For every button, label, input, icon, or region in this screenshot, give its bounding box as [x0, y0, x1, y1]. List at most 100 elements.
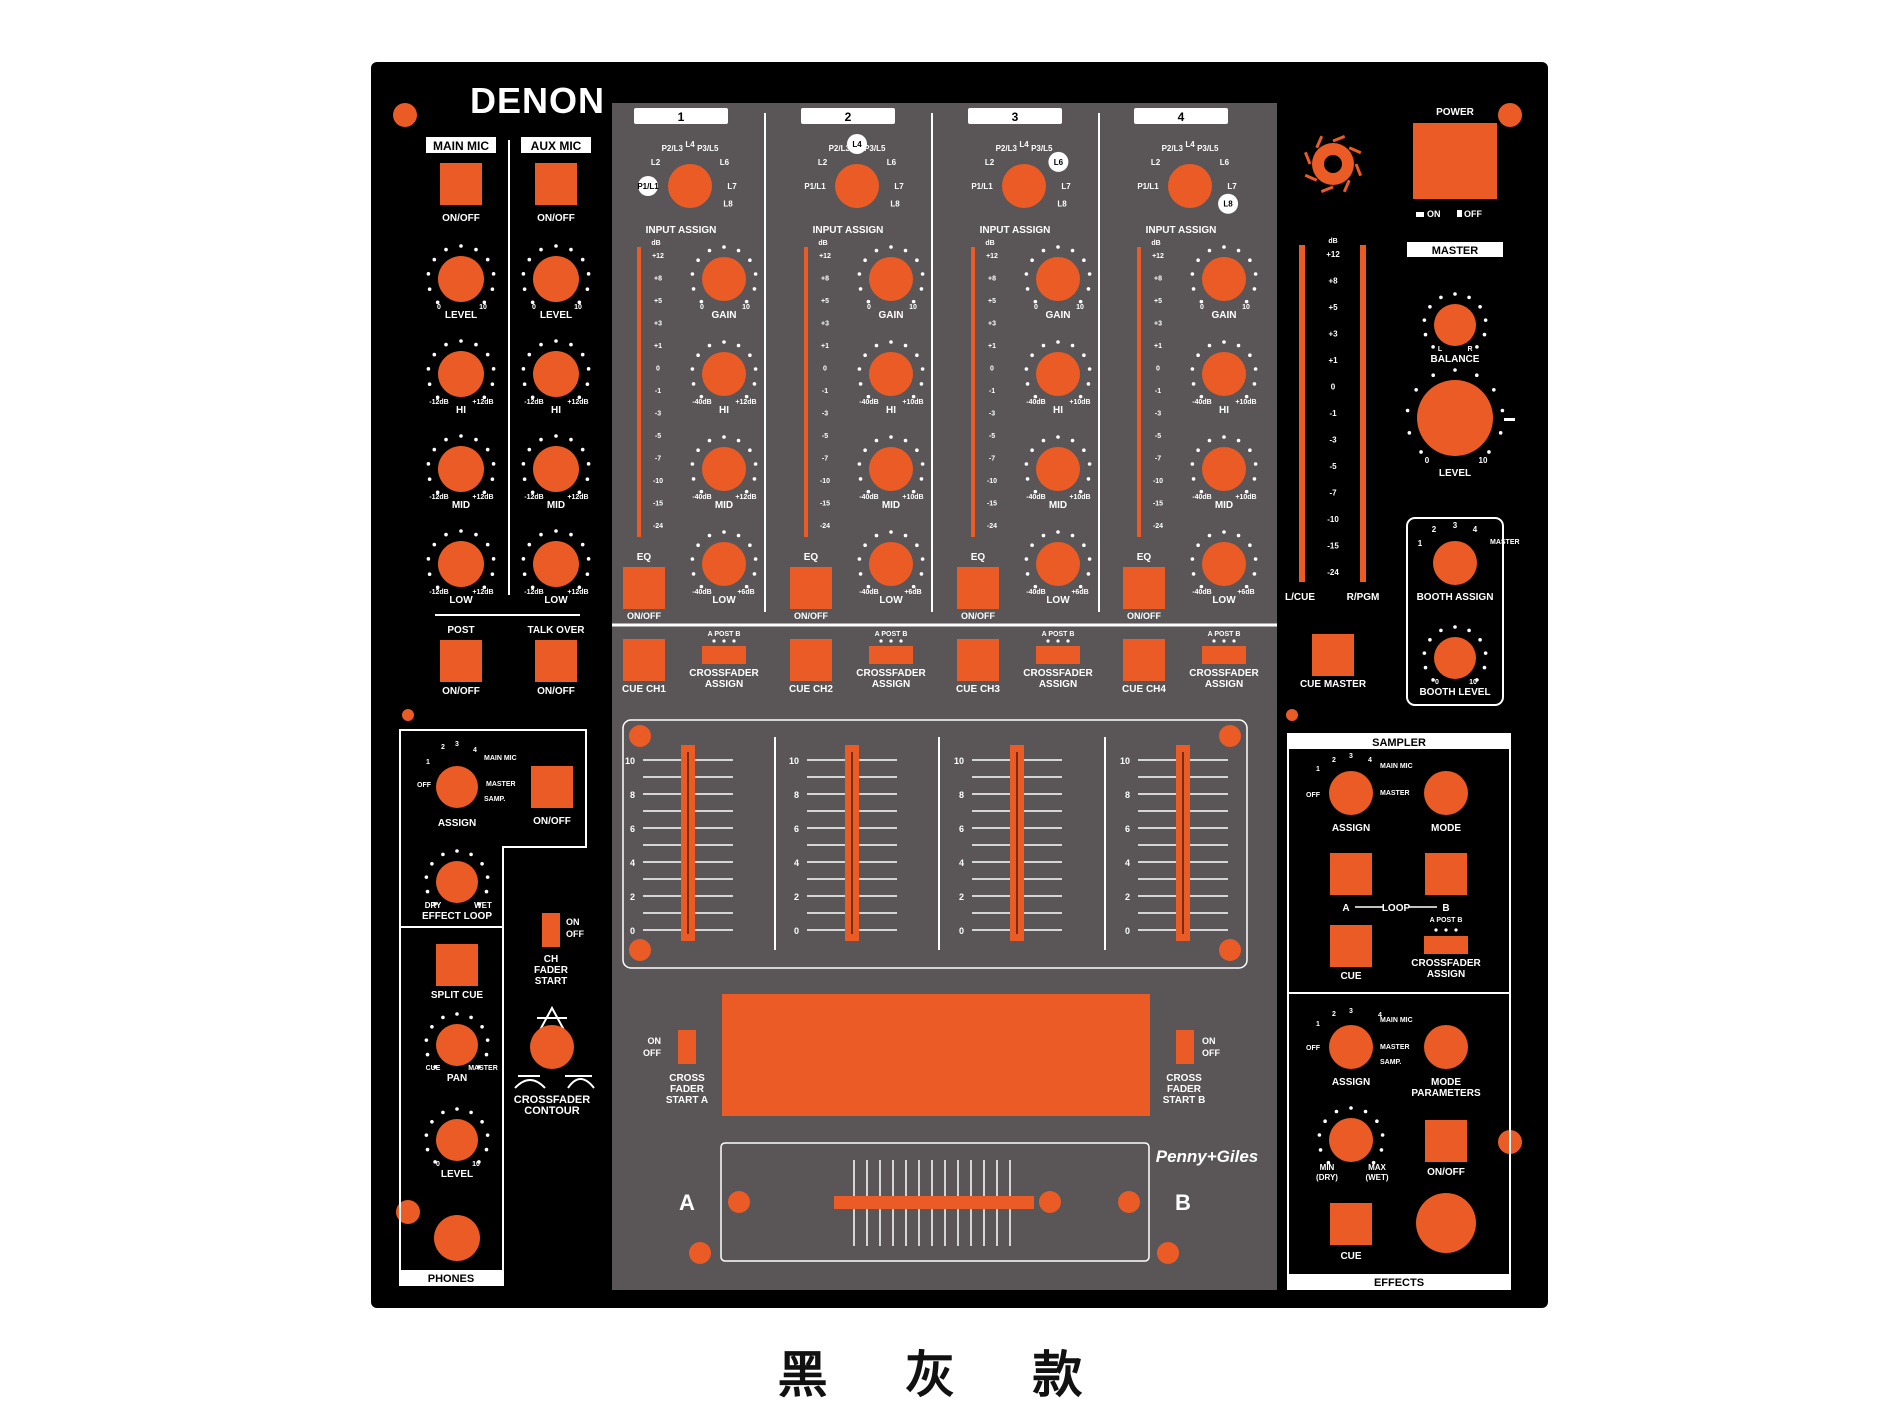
booth-level-knob[interactable] [1434, 637, 1476, 679]
post-onoff-button[interactable] [440, 640, 482, 682]
channel-4-meter-tick: +12 [1152, 253, 1164, 260]
crossfader-start-a-switch[interactable] [678, 1030, 696, 1064]
channel-3-gain-knob[interactable] [1036, 257, 1080, 301]
main-mic-hi-knob-tick [426, 367, 431, 371]
channel-4-mid-knob[interactable] [1202, 447, 1246, 491]
sampler-assign-knob[interactable] [1329, 771, 1373, 815]
channel-1-fader-scale-label: 0 [630, 926, 635, 936]
channel-2-eq-onoff-button[interactable] [790, 567, 832, 609]
phones-jack[interactable] [434, 1215, 480, 1261]
channel-2-low-knob[interactable] [869, 542, 913, 586]
main-mic-level-knob-tick [482, 300, 487, 305]
sampler-loop-b-button[interactable] [1425, 853, 1467, 895]
channel-1-mid-knob[interactable] [702, 447, 746, 491]
channel-4-input-assign-knob[interactable] [1168, 164, 1212, 208]
aux-mic-low-knob[interactable] [533, 541, 579, 587]
master-level-knob[interactable] [1417, 380, 1493, 456]
channel-1-input-assign-knob[interactable] [668, 164, 712, 208]
post-onoff-label: ON/OFF [442, 686, 480, 697]
channel-3-cue-button[interactable] [957, 639, 999, 681]
channel-1-mid-knob-tick [736, 438, 741, 443]
channel-4-gain-knob-tick [1196, 258, 1200, 262]
pan-cue-label: CUE [426, 1065, 441, 1072]
denon-logo: DENON [470, 80, 605, 121]
channel-1-input-assign-label: INPUT ASSIGN [646, 225, 717, 236]
channel-3-hi-knob[interactable] [1036, 352, 1080, 396]
power-button[interactable] [1413, 123, 1497, 199]
main-mic-hi-knob-tick [427, 382, 432, 386]
channel-2-gain-knob[interactable] [869, 257, 913, 301]
channel-3-crossfader-assign-switch[interactable] [1036, 646, 1080, 664]
channel-1-hi-knob[interactable] [702, 352, 746, 396]
phones-level-knob[interactable] [436, 1119, 478, 1161]
sampler-mode-knob[interactable] [1424, 771, 1468, 815]
booth-assign-knob[interactable] [1433, 541, 1477, 585]
channel-1-low-knob[interactable] [702, 542, 746, 586]
channel-1-mid-knob-tick [707, 438, 712, 443]
aux-mic-title-box [521, 137, 591, 153]
channel-3-apostb-label: A POST B [1042, 631, 1075, 638]
main-mic-onoff-button[interactable] [440, 163, 482, 205]
aux-mic-hi-knob[interactable] [533, 351, 579, 397]
sampler-cue-button[interactable] [1330, 925, 1372, 967]
channel-4-mid-min: -40dB [1192, 494, 1211, 501]
channel-1-gain-max: 10 [742, 304, 750, 311]
main-mic-low-knob[interactable] [438, 541, 484, 587]
channel-4-hi-knob[interactable] [1202, 352, 1246, 396]
effects-onoff-button[interactable] [1425, 1120, 1467, 1162]
split-cue-button[interactable] [436, 944, 478, 986]
channel-2-crossfader-assign-switch[interactable] [869, 646, 913, 664]
channel-1-cue-button[interactable] [623, 639, 665, 681]
channel-2-hi-knob[interactable] [869, 352, 913, 396]
channel-1-eq-onoff-button[interactable] [623, 567, 665, 609]
channel-4-cue-button[interactable] [1123, 639, 1165, 681]
channel-4-low-knob[interactable] [1202, 542, 1246, 586]
channel-3-assign-position: P2/L3 [996, 144, 1018, 153]
sampler-assign-position: 3 [1349, 753, 1353, 760]
aux-mic-level-knob[interactable] [533, 256, 579, 302]
pan-knob[interactable] [436, 1024, 478, 1066]
channel-3-mid-knob[interactable] [1036, 447, 1080, 491]
pan-knob-tick [455, 1012, 459, 1016]
aux-mic-mid-knob-tick [521, 462, 526, 466]
channel-4-crossfader-assign-switch[interactable] [1202, 646, 1246, 664]
effect-loop-knob-tick [425, 889, 430, 894]
crossfader-contour-knob[interactable] [530, 1025, 574, 1069]
channel-1-gain-knob[interactable] [702, 257, 746, 301]
aux-mic-level-knob-tick [530, 300, 535, 305]
main-mic-mid-knob[interactable] [438, 446, 484, 492]
sampler-loop-a-button[interactable] [1330, 853, 1372, 895]
main-mic-level-knob[interactable] [438, 256, 484, 302]
aux-mic-mid-knob[interactable] [533, 446, 579, 492]
aux-mic-onoff-button[interactable] [535, 163, 577, 205]
channel-3-mid-knob-tick [1030, 448, 1034, 452]
crossfader-start-b-switch[interactable] [1176, 1030, 1194, 1064]
master-balance-knob[interactable] [1434, 304, 1476, 346]
fx-loop-assign-knob[interactable] [436, 766, 478, 808]
sampler-crossfader-assign-switch[interactable] [1424, 936, 1468, 954]
channel-3-low-knob[interactable] [1036, 542, 1080, 586]
crossfader-slider[interactable] [834, 1196, 1034, 1209]
cue-master-button[interactable] [1312, 634, 1354, 676]
effects-cue-button[interactable] [1330, 1203, 1372, 1245]
channel-4-gain-knob[interactable] [1202, 257, 1246, 301]
effects-jog-knob[interactable] [1416, 1193, 1476, 1253]
aux-mic-hi-knob-tick [586, 367, 591, 371]
channel-3-eq-onoff-button[interactable] [957, 567, 999, 609]
channel-2-cue-button[interactable] [790, 639, 832, 681]
channel-3-hi-knob-tick [1033, 394, 1038, 399]
channel-4-meter-tick: +1 [1154, 343, 1162, 350]
channel-4-eq-onoff-button[interactable] [1123, 567, 1165, 609]
effects-mode-knob[interactable] [1424, 1025, 1468, 1069]
effects-parameter-knob[interactable] [1329, 1118, 1373, 1162]
main-mic-hi-knob[interactable] [438, 351, 484, 397]
fx-loop-onoff-button[interactable] [531, 766, 573, 808]
channel-2-input-assign-knob[interactable] [835, 164, 879, 208]
channel-3-input-assign-knob[interactable] [1002, 164, 1046, 208]
channel-1-crossfader-assign-switch[interactable] [702, 646, 746, 664]
channel-2-mid-knob[interactable] [869, 447, 913, 491]
talk-over-onoff-button[interactable] [535, 640, 577, 682]
effect-loop-knob[interactable] [436, 861, 478, 903]
effects-assign-knob[interactable] [1329, 1025, 1373, 1069]
ch-fader-start-switch[interactable] [542, 913, 560, 947]
